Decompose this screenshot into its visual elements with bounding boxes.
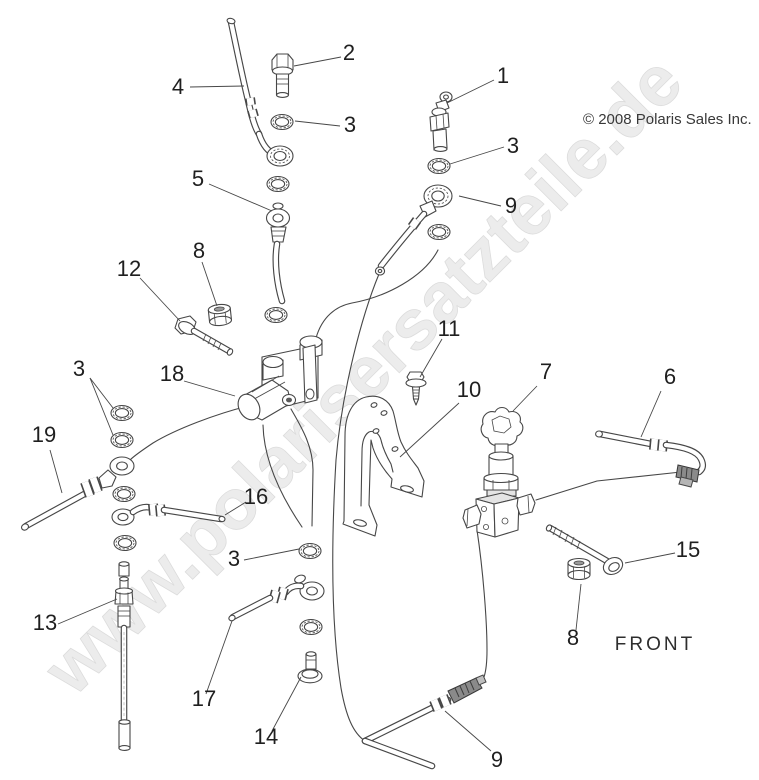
callout-10: 10 xyxy=(457,377,481,402)
part-18-junction-block xyxy=(237,335,323,421)
leader-10 xyxy=(399,402,460,458)
leader-6 xyxy=(640,390,662,438)
callout-15: 15 xyxy=(676,537,700,562)
front-orientation-label: FRONT xyxy=(615,634,695,655)
leader-14 xyxy=(271,676,302,732)
callout-8a: 8 xyxy=(193,238,205,263)
callout-3d: 3 xyxy=(228,546,240,571)
part-8-nut-upper xyxy=(207,302,233,328)
part-19-brake-hose xyxy=(20,456,135,531)
callout-11: 11 xyxy=(438,316,461,341)
part-14-bleeder-fitting xyxy=(297,651,323,684)
diagram-artwork xyxy=(20,17,707,770)
leader-3d xyxy=(243,548,300,561)
callout-18: 18 xyxy=(160,361,184,386)
part-16-brake-hose xyxy=(111,503,226,526)
part-2-banjo-bolt xyxy=(271,53,294,98)
callout-13: 13 xyxy=(33,610,57,635)
callout-4: 4 xyxy=(172,74,184,99)
leader-3c-2 xyxy=(89,377,114,436)
part-12-bolt xyxy=(174,315,234,356)
leader-11 xyxy=(419,338,443,378)
callout-9b: 9 xyxy=(491,747,503,772)
part-1-fitting xyxy=(429,91,453,152)
callout-16: 16 xyxy=(244,484,268,509)
leader-2 xyxy=(293,56,342,67)
part-9-brake-hose-upper-end xyxy=(374,184,453,276)
part-7-adjuster-valve xyxy=(462,406,536,538)
callout-9a: 9 xyxy=(505,193,517,218)
callout-3c: 3 xyxy=(73,356,85,381)
callout-6: 6 xyxy=(664,364,676,389)
callout-17: 17 xyxy=(192,686,216,711)
leader-19 xyxy=(49,449,63,494)
part-6-brake-hose xyxy=(595,430,707,488)
part-15-bolt xyxy=(545,524,624,576)
leader-9a xyxy=(458,195,502,207)
part-13-brake-hose xyxy=(114,561,134,751)
callout-19: 19 xyxy=(32,422,56,447)
callout-5: 5 xyxy=(192,166,204,191)
callout-14: 14 xyxy=(254,724,278,749)
callout-12: 12 xyxy=(117,256,141,281)
callout-numbers: 1 2 3 3 4 5 9 8 12 11 3 18 10 7 6 19 16 … xyxy=(32,40,700,772)
part-5-brake-hose xyxy=(265,202,291,305)
leader-4 xyxy=(189,85,245,88)
leader-7 xyxy=(512,385,538,412)
leader-9b xyxy=(444,710,492,752)
leader-18 xyxy=(183,380,236,397)
part-9-brake-hose-lower-end xyxy=(361,674,487,770)
leader-1 xyxy=(446,79,495,104)
callout-3a: 3 xyxy=(344,112,356,137)
part-17-brake-hose xyxy=(228,574,325,622)
brake-line-routing-curves xyxy=(129,249,682,742)
leader-8a xyxy=(201,261,218,307)
part-11-screw xyxy=(405,371,427,406)
leader-17 xyxy=(205,620,233,695)
leader-3a xyxy=(294,120,341,127)
callout-8b: 8 xyxy=(567,625,579,650)
part-10-mounting-bracket xyxy=(342,395,425,537)
leader-8b xyxy=(575,583,582,631)
leader-3c-1 xyxy=(89,377,114,409)
leader-16 xyxy=(224,501,247,516)
part-8-nut-lower xyxy=(567,557,591,581)
copyright-text: © 2008 Polaris Sales Inc. xyxy=(583,111,752,128)
callout-3b: 3 xyxy=(507,133,519,158)
leader-lines xyxy=(49,56,676,752)
leader-12 xyxy=(139,277,181,322)
part-4-brake-hose xyxy=(226,17,294,167)
leader-13 xyxy=(57,598,118,625)
leader-5 xyxy=(208,183,273,212)
callout-2: 2 xyxy=(343,40,355,65)
callout-7: 7 xyxy=(540,359,552,384)
leader-15 xyxy=(624,552,676,564)
leader-3b xyxy=(449,146,505,165)
callout-1: 1 xyxy=(497,63,509,88)
